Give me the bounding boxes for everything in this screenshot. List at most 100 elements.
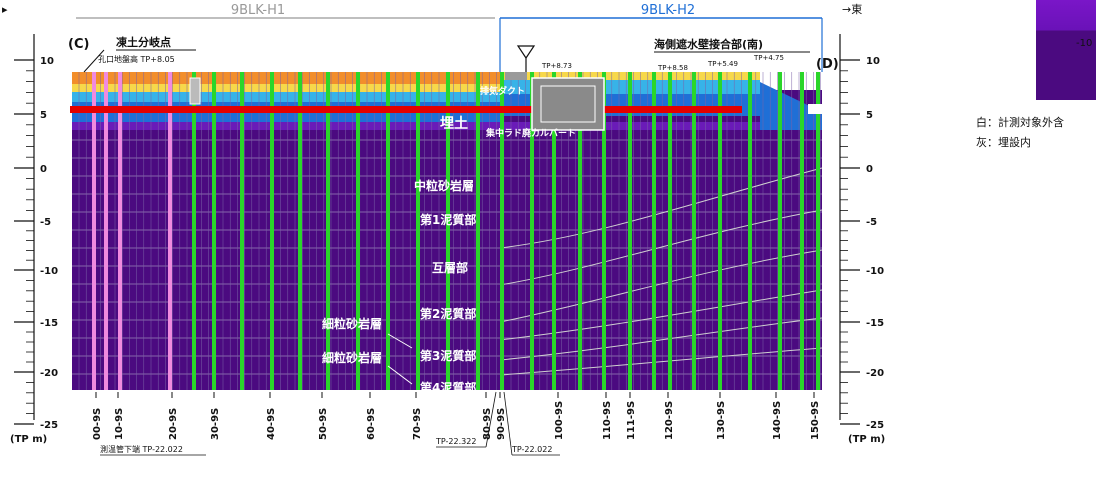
legend-color-swatch [1036, 0, 1096, 100]
green-column [356, 72, 360, 390]
green-column [192, 72, 196, 390]
bottom-pipe-label: 測温管下端 TP-22.022 [100, 444, 183, 454]
green-column [240, 72, 244, 390]
fine-sand2-label: 細粒砂岩層 [322, 350, 382, 365]
pink-column [118, 72, 122, 390]
y-tick-label-right: -5 [866, 217, 877, 228]
station-label: 130-9S [716, 401, 727, 440]
y-tick-label-left: 5 [40, 110, 47, 121]
station-label: 50-9S [318, 408, 329, 440]
green-column [476, 72, 480, 390]
branch-point-label: 凍土分岐点 [116, 35, 171, 49]
fill-label: 埋土 [440, 115, 468, 132]
pink-column [168, 72, 172, 390]
tp-858-label: TP+8.58 [657, 64, 688, 72]
green-column [270, 72, 274, 390]
blk-h2-label: 9BLK-H2 [641, 3, 695, 18]
green-column [800, 72, 804, 390]
green-column [298, 72, 302, 390]
green-column [212, 72, 216, 390]
blk-h1-label: 9BLK-H1 [231, 3, 285, 18]
y-tick-label-left: -15 [40, 318, 58, 329]
legend-white-note: 白：計測対象外含 [976, 116, 1064, 129]
green-column [552, 72, 556, 390]
station-label: 111-9S [626, 401, 637, 440]
station-label: 70-9S [412, 408, 423, 440]
green-column [652, 72, 656, 390]
y-tick-label-right: -20 [866, 368, 884, 379]
fill-boundary-line [70, 106, 742, 113]
station-label: 110-9S [602, 401, 613, 440]
left-unit-label: (TP m) [10, 434, 47, 445]
station-label: 00-9S [92, 408, 103, 440]
station-label: 80-9S [482, 408, 493, 440]
y-tick-label-left: -25 [40, 420, 58, 431]
legend-gray-note: 灰：埋設内 [976, 136, 1031, 149]
tp-549-label: TP+5.49 [707, 60, 738, 68]
marker-c: (C) [68, 37, 89, 52]
mud3-label: 第3泥質部 [420, 348, 476, 363]
mud1-label: 第1泥質部 [420, 212, 476, 227]
station-label: 60-9S [366, 408, 377, 440]
mud4-label: 第4泥質部 [420, 380, 476, 395]
water-level-icon [516, 45, 536, 60]
y-tick-label-right: 10 [866, 56, 880, 67]
station-label: 10-9S [114, 408, 125, 440]
green-column [326, 72, 330, 390]
y-tick-label-right: -15 [866, 318, 884, 329]
green-column [530, 72, 534, 390]
y-tick-label-right: -10 [866, 266, 884, 277]
alternating-label: 互層部 [432, 260, 468, 275]
green-column [446, 72, 450, 390]
y-tick-label-left: -20 [40, 368, 58, 379]
tp-22022-label: TP-22.022 [511, 445, 552, 454]
green-column [500, 72, 504, 390]
green-column [386, 72, 390, 390]
station-label: 90-9S [496, 408, 507, 440]
green-column [416, 72, 420, 390]
green-column [692, 72, 696, 390]
axis-frames [33, 34, 841, 420]
y-tick-label-right: 5 [866, 110, 873, 121]
green-column [602, 72, 606, 390]
y-tick-label-left: -10 [40, 266, 58, 277]
culvert-structure [189, 72, 822, 131]
tp-475-label: TP+4.75 [753, 54, 784, 62]
mud2-label: 第2泥質部 [420, 306, 476, 321]
tp-22322-label: TP-22.322 [435, 437, 476, 446]
station-label: 150-9S [810, 401, 821, 440]
pink-column [92, 72, 96, 390]
tp-873-label: TP+8.73 [541, 62, 572, 70]
station-labels: 00-9S 10-9S 20-9S 30-9S 40-9S 50-9S 60-9S 70-9S… [92, 392, 821, 440]
fine-sand1-label: 細粒砂岩層 [322, 316, 382, 331]
y-tick-label-right: 0 [866, 164, 873, 175]
station-label: 40-9S [266, 408, 277, 440]
right-unit-label: (TP m) [848, 434, 885, 445]
station-label: 140-9S [772, 401, 783, 440]
green-column [816, 72, 820, 390]
borehole-columns [92, 72, 820, 390]
station-label: 20-9S [168, 408, 179, 440]
station-label: 30-9S [210, 408, 221, 440]
green-column [628, 72, 632, 390]
green-column [578, 72, 582, 390]
medium-sand-label: 中粒砂岩層 [414, 178, 474, 193]
green-column [778, 72, 782, 390]
y-tick-label-right: -25 [866, 420, 884, 431]
green-column [718, 72, 722, 390]
culvert-label: 集中ラド廃カルバート [485, 127, 576, 139]
pink-column [104, 72, 108, 390]
green-column [748, 72, 752, 390]
hole-ground-label: 孔口地盤高 TP+8.05 [98, 54, 175, 64]
legend-tick-label: -10 [1076, 38, 1093, 49]
junction-label: 海側遮水壁接合部(南) [654, 37, 763, 51]
duct-label: 排気ダクト [480, 85, 525, 97]
green-column [668, 72, 672, 390]
east-direction-label: →東 [842, 3, 862, 16]
y-tick-label-left: 10 [40, 56, 54, 67]
left-edge-mark: ▸ [2, 3, 8, 16]
marker-d: (D) [816, 57, 839, 72]
